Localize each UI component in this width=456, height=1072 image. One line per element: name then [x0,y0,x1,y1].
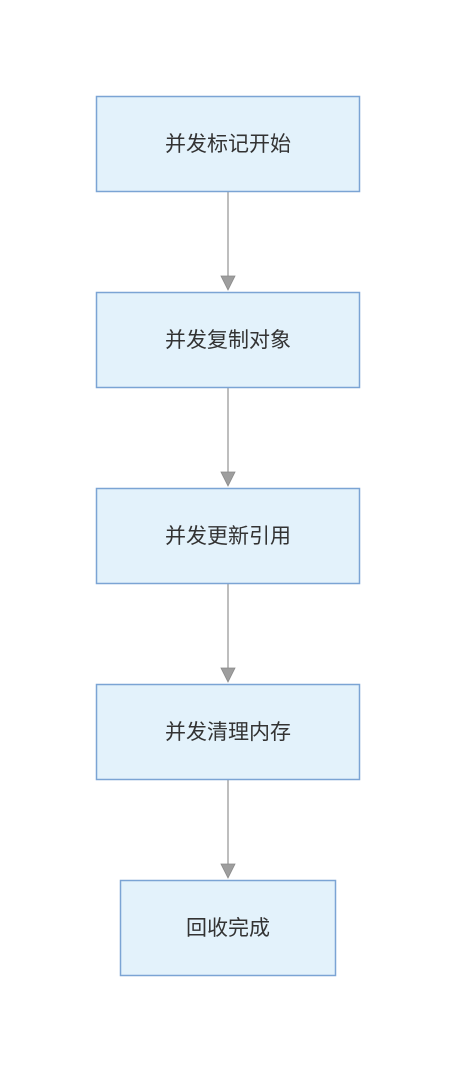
node-box [95,95,361,193]
arrow-head [220,667,236,683]
node-concurrent-cleanup: 并发清理内存 [95,683,361,781]
edge-n3-n4 [220,584,236,683]
edge-n2-n3 [220,388,236,487]
arrow-head [220,863,236,879]
arrow-head [220,275,236,291]
node-label: 并发标记开始 [165,132,291,156]
edge-n1-n2 [220,192,236,291]
nodes: 并发标记开始 并发复制对象 并发更新引用 并发清理内存 回收完成 [95,95,361,977]
arrow-head [220,471,236,487]
node-box [95,487,361,585]
node-label: 并发清理内存 [165,720,291,744]
node-reclaim-complete: 回收完成 [119,879,337,977]
node-label: 并发复制对象 [165,328,291,352]
node-concurrent-update-refs: 并发更新引用 [95,487,361,585]
edges [220,192,236,879]
node-label: 并发更新引用 [165,524,291,548]
node-start-concurrent-mark: 并发标记开始 [95,95,361,193]
node-box [95,291,361,389]
edge-n4-n5 [220,780,236,879]
node-box [119,879,337,977]
node-box [95,683,361,781]
node-concurrent-copy: 并发复制对象 [95,291,361,389]
node-label: 回收完成 [186,916,270,940]
